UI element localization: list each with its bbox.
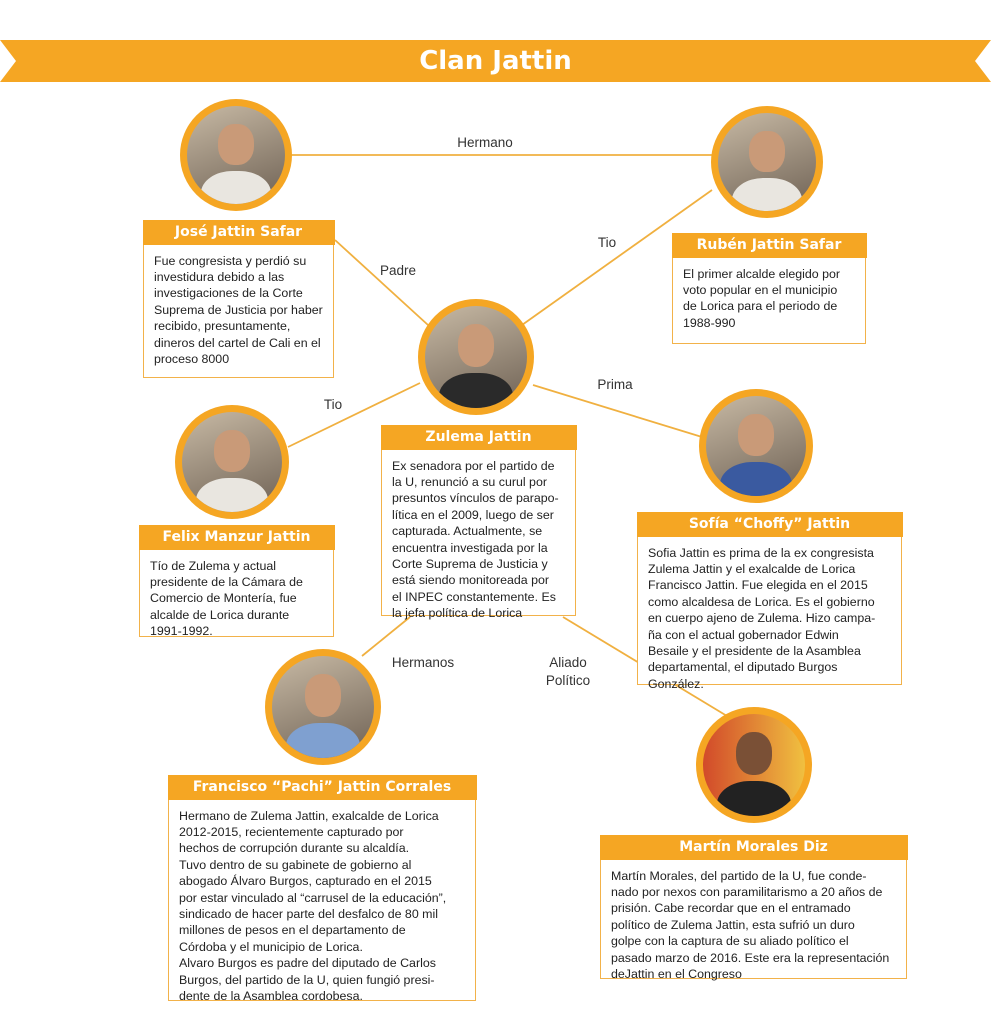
name-francisco: Francisco “Pachi” Jattin Corrales [167, 774, 477, 800]
card-ruben: Rubén Jattin Safar El primer alcalde ele… [671, 232, 867, 344]
desc-ruben: El primer alcalde elegido por voto popul… [683, 266, 841, 330]
name-felix: Felix Manzur Jattin [138, 524, 335, 550]
photo-sofia [699, 389, 813, 503]
photo-martin [696, 707, 812, 823]
photo-felix [175, 405, 289, 519]
desc-jose: Fue congresista y perdió su investidura … [154, 253, 323, 366]
desc-felix: Tío de Zulema y actual presidente de la … [150, 558, 303, 639]
photo-ruben [711, 106, 823, 218]
relation-label-hermanos: Hermanos [391, 655, 455, 670]
card-sofia: Sofía “Choffy” Jattin Sofia Jattin es pr… [636, 511, 903, 691]
title-banner [0, 40, 991, 82]
desc-sofia: Sofia Jattin es prima de la ex congresis… [648, 545, 876, 691]
card-martin: Martín Morales Diz Martín Morales, del p… [599, 834, 908, 981]
line-jose-zulema [334, 239, 429, 326]
card-francisco: Francisco “Pachi” Jattin Corrales Herman… [167, 774, 477, 1003]
card-felix: Felix Manzur Jattin Tío de Zulema y actu… [138, 524, 335, 638]
photo-zulema [418, 299, 534, 415]
relation-label-tio-felix: Tio [323, 397, 343, 412]
relation-label-hermano: Hermano [457, 135, 513, 150]
page-title: Clan Jattin [419, 46, 572, 76]
relation-label-padre: Padre [379, 263, 417, 278]
relation-label-aliado-politico: Aliado Político [545, 655, 591, 688]
name-sofia: Sofía “Choffy” Jattin [636, 511, 903, 537]
line-ruben-zulema [521, 189, 713, 326]
card-jose: José Jattin Safar Fue congresista y perd… [142, 219, 335, 378]
photo-francisco [265, 649, 381, 765]
line-felix-zulema [287, 382, 421, 448]
name-jose: José Jattin Safar [142, 219, 335, 245]
desc-francisco: Hermano de Zulema Jattin, exalcalde de L… [179, 808, 447, 1003]
name-martin: Martín Morales Diz [599, 834, 908, 860]
relation-label-prima: Prima [597, 377, 633, 392]
line-sofia-zulema [532, 384, 703, 438]
desc-martin: Martín Morales, del partido de la U, fue… [611, 868, 890, 981]
name-ruben: Rubén Jattin Safar [671, 232, 867, 258]
name-zulema: Zulema Jattin [380, 424, 577, 450]
card-zulema: Zulema Jattin Ex senadora por el partido… [380, 424, 577, 620]
photo-jose [180, 99, 292, 211]
relation-label-tio-ruben: Tio [597, 235, 617, 250]
line-francisco-zulema [361, 616, 411, 657]
desc-zulema: Ex senadora por el partido de la U, renu… [392, 458, 559, 621]
